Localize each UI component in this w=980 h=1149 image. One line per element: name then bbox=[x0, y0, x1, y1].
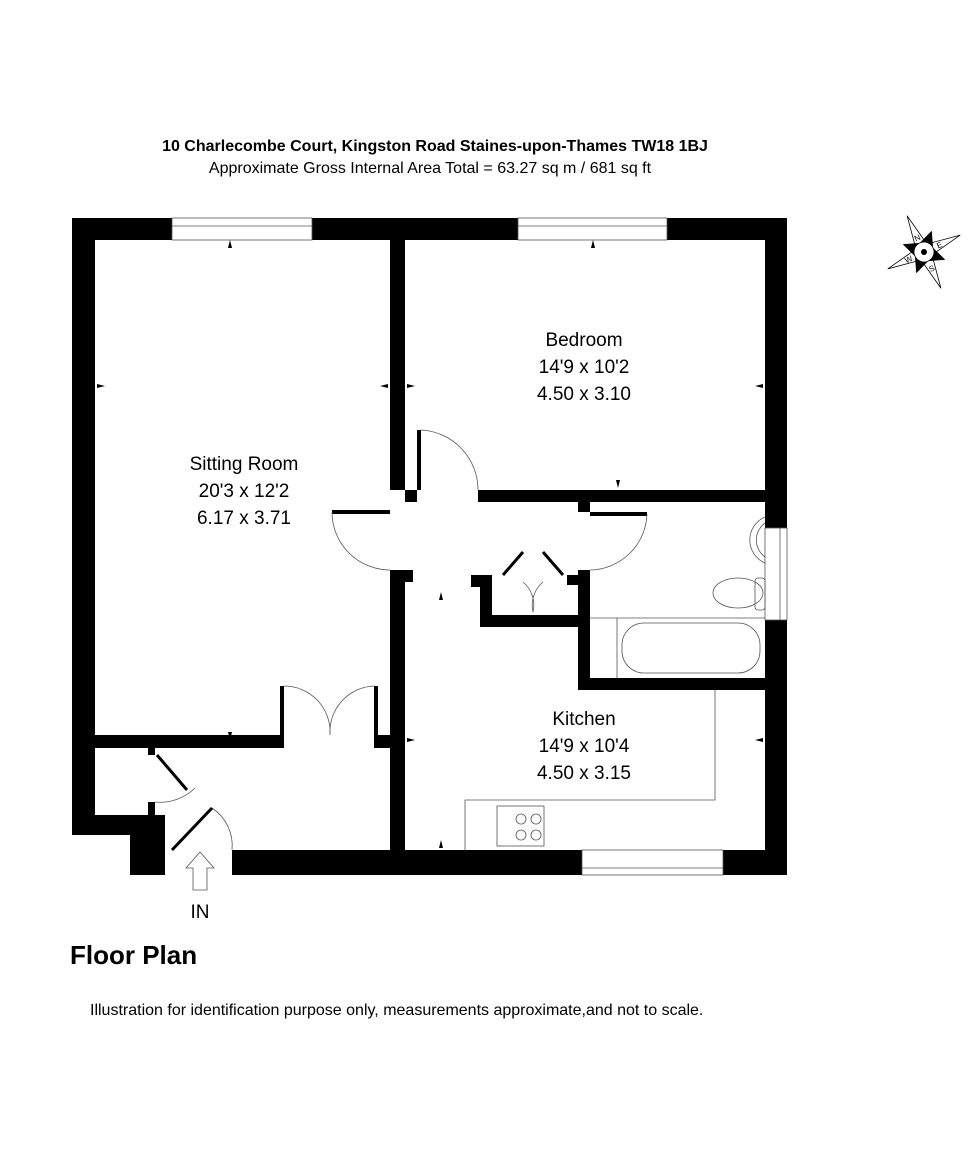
kitchen-fixtures bbox=[464, 690, 716, 850]
svg-text:14'9 x 10'2: 14'9 x 10'2 bbox=[539, 357, 630, 378]
svg-text:S: S bbox=[927, 264, 936, 274]
svg-text:6.17 x 3.71: 6.17 x 3.71 bbox=[197, 508, 291, 529]
entrance-label: IN bbox=[191, 902, 210, 923]
door-swings bbox=[154, 429, 648, 852]
svg-text:W: W bbox=[903, 254, 914, 266]
room-label-kitchen: Kitchen 14'9 x 10'4 4.50 x 3.15 bbox=[537, 709, 631, 784]
walls bbox=[72, 218, 787, 875]
room-label-sitting-room: Sitting Room 20'3 x 12'2 6.17 x 3.71 bbox=[190, 454, 299, 529]
svg-text:Bedroom: Bedroom bbox=[545, 330, 622, 351]
compass-rose-icon: N E S W bbox=[887, 215, 961, 289]
svg-text:E: E bbox=[935, 240, 944, 250]
windows bbox=[171, 217, 788, 876]
svg-text:4.50 x 3.10: 4.50 x 3.10 bbox=[537, 384, 631, 405]
gross-area-subtitle: Approximate Gross Internal Area Total = … bbox=[208, 160, 652, 177]
svg-text:20'3 x 12'2: 20'3 x 12'2 bbox=[199, 481, 290, 502]
room-label-bedroom: Bedroom 14'9 x 10'2 4.50 x 3.10 bbox=[537, 330, 631, 405]
disclaimer-text: Illustration for identification purpose … bbox=[90, 1002, 704, 1019]
bathroom-fixtures bbox=[590, 516, 766, 678]
measurement-markers bbox=[97, 240, 763, 848]
floor-plan-heading: Floor Plan bbox=[70, 940, 198, 970]
svg-text:Sitting Room: Sitting Room bbox=[190, 454, 299, 475]
property-address-title: 10 Charlecombe Court, Kingston Road Stai… bbox=[162, 138, 708, 155]
svg-text:14'9 x 10'4: 14'9 x 10'4 bbox=[539, 736, 630, 757]
svg-text:Kitchen: Kitchen bbox=[552, 709, 615, 730]
svg-text:N: N bbox=[913, 233, 922, 244]
svg-text:4.50 x 3.15: 4.50 x 3.15 bbox=[537, 763, 631, 784]
entrance-arrow-icon bbox=[185, 851, 215, 891]
